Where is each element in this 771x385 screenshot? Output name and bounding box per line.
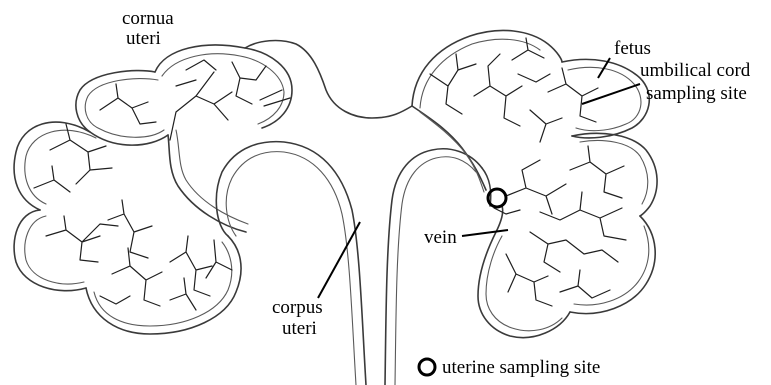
vein-leader	[462, 230, 508, 236]
label-corpus-uteri-line1: corpus	[272, 297, 323, 318]
label-umbilical-line2: sampling site	[646, 83, 747, 104]
right-lobe-mid	[572, 133, 657, 216]
left-lobe-bottom	[86, 236, 241, 334]
right-lobe-bottom	[478, 206, 570, 338]
legend-circle-icon	[419, 359, 435, 375]
legend-uterine-sampling-site: uterine sampling site	[442, 357, 600, 378]
label-corpus-uteri-line2: uteri	[282, 318, 317, 339]
corpus-right-wall	[385, 149, 482, 385]
legend: uterine sampling site	[419, 357, 600, 378]
left-horn-lumen	[168, 135, 246, 232]
horn-top-contour	[245, 41, 412, 118]
blood-vessels	[34, 38, 626, 310]
corpus-uteri-body	[168, 41, 491, 385]
label-fetus: fetus	[614, 38, 651, 59]
label-cornua-uteri-line2: uteri	[126, 28, 161, 49]
label-cornua-uteri-line1: cornua	[122, 8, 174, 29]
corpus-leader	[318, 222, 360, 298]
left-lobe-upper	[76, 71, 168, 146]
right-lobe-lower	[570, 216, 655, 314]
left-uterine-horn	[14, 45, 292, 334]
right-lobe-top	[412, 30, 562, 106]
umbilical-leader	[582, 84, 640, 104]
corpus-inner-arch	[216, 142, 366, 385]
right-lobe-upper	[562, 59, 649, 138]
label-vein: vein	[424, 227, 457, 248]
label-umbilical-line1: umbilical cord	[640, 60, 751, 81]
